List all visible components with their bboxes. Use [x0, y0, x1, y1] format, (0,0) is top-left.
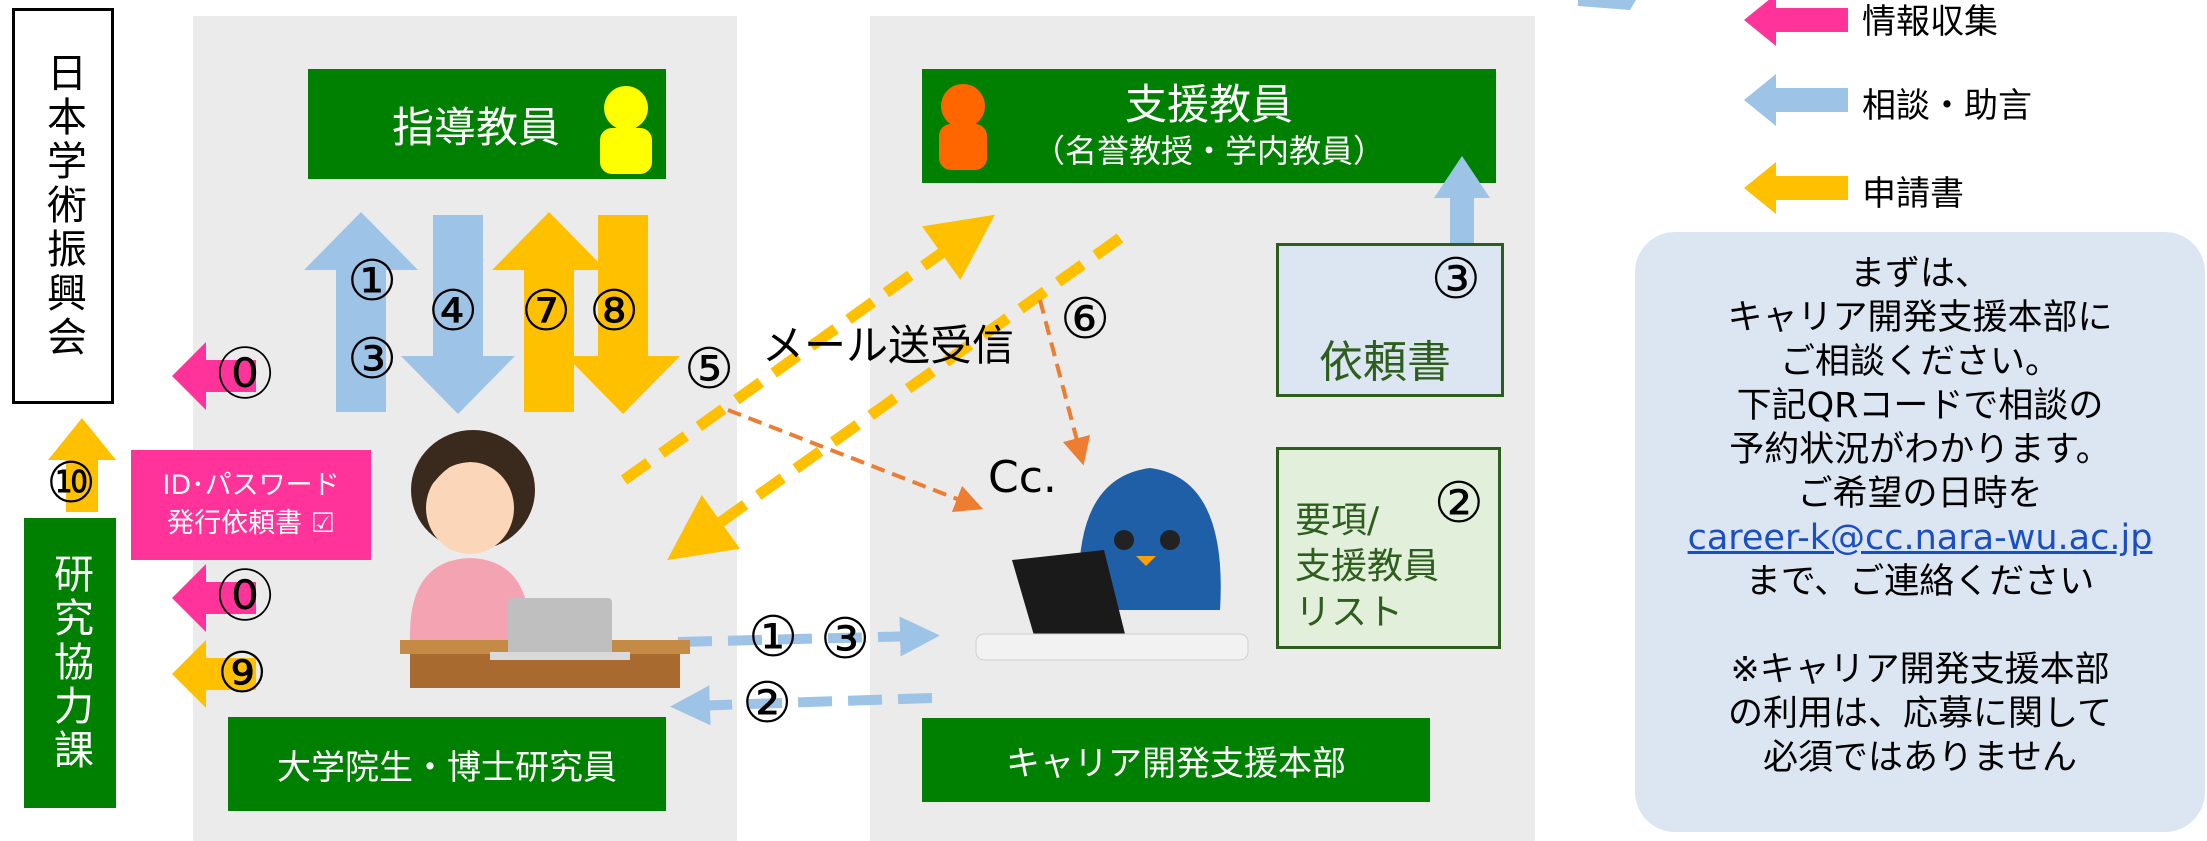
step-3: ③ [347, 327, 398, 392]
support-teacher-title: 支援教員 [1124, 80, 1293, 129]
legend-label-application: 申請書 [1862, 174, 1964, 214]
supervisor-person-icon [600, 86, 652, 174]
jsps-label: 日本学術振興会 [40, 52, 86, 360]
step-2-b: ② [742, 671, 793, 736]
career-center-box: キャリア開発支援本部 [922, 718, 1430, 802]
request-doc-label: 依頼書 [1319, 337, 1451, 388]
step-0-top: ⓪ [217, 343, 273, 408]
id-request-box: ID･パスワード 発行依頼書 ☑ [131, 450, 371, 560]
partial-blue-arrow [1578, 0, 1636, 10]
info-box: まずは、 キャリア開発支援本部に ご相談ください。 下記QRコードで相談の 予約… [1635, 232, 2205, 832]
info-line-1: まずは、 [1849, 254, 1990, 294]
request-up-arrow [1434, 156, 1490, 243]
guide-doc-box: ② 要項/ 支援教員 リスト [1276, 447, 1501, 649]
guide-doc-number: ② [1433, 471, 1484, 536]
step-1-b: ① [748, 605, 799, 670]
career-center-label: キャリア開発支援本部 [1006, 743, 1346, 784]
step-9: ⑨ [217, 641, 268, 706]
support-teacher-box: 支援教員 （名誉教授・学内教員） [922, 69, 1496, 183]
step-5: ⑤ [684, 337, 735, 402]
step-3-b: ③ [820, 607, 871, 672]
pink-arrow-top [172, 342, 256, 410]
step-4: ④ [428, 279, 479, 344]
step-6: ⑥ [1060, 287, 1111, 352]
info-line-6: ご希望の日時を [1797, 474, 2043, 514]
cc-arrow-2 [1038, 299, 1090, 466]
research-section-box: 研究協力課 [24, 518, 116, 808]
support-teacher-person-icon [939, 84, 987, 170]
id-request-label: ID･パスワード 発行依頼書 ☑ [162, 470, 340, 539]
info-line-2: キャリア開発支援本部に [1727, 298, 2113, 338]
penguin-illustration [975, 468, 1249, 661]
mail-label: メール送受信 [762, 321, 1015, 370]
info-note-1: ※キャリア開発支援本部 [1730, 650, 2110, 690]
research-section-label: 研究協力課 [47, 553, 93, 773]
info-line-after: まで、ご連絡ください [1745, 562, 2095, 602]
contact-email-link[interactable]: career-k@cc.nara-wu.ac.jp [1687, 518, 2153, 558]
step-10: ⑩ [46, 451, 97, 516]
legend-label-info: 情報収集 [1862, 2, 1998, 42]
orange-arrow-left [172, 640, 256, 708]
request-doc-box: ③ 依頼書 [1276, 243, 1504, 397]
info-note-3: 必須ではありません [1763, 738, 2077, 778]
info-line-4: 下記QRコードで相談の [1736, 386, 2104, 426]
orange-arrow-up [48, 418, 116, 512]
down-arrow-orange [566, 215, 680, 414]
student-box: 大学院生・博士研究員 [228, 717, 666, 811]
jsps-box: 日本学術振興会 [12, 8, 114, 404]
supervisor-label: 指導教員 [392, 102, 561, 152]
info-line-5: 予約状況がわかります。 [1729, 430, 2111, 470]
step-8: ⑧ [589, 279, 640, 344]
mail-arrow-down [667, 233, 1124, 561]
legend-consult-arrow-icon [1744, 74, 1848, 126]
step-1: ① [347, 249, 398, 314]
support-teacher-subtitle: （名誉教授・学内教員） [1032, 132, 1385, 170]
up-arrow-orange [492, 212, 606, 412]
step-0-bottom: ⓪ [217, 565, 273, 630]
info-note-2: の利用は、応募に関して [1728, 694, 2112, 734]
cc-label: Cc. [988, 452, 1057, 503]
legend-label-consult: 相談・助言 [1862, 86, 2032, 126]
student-label: 大学院生・博士研究員 [277, 747, 617, 788]
info-line-3: ご相談ください。 [1779, 342, 2060, 382]
blue-dash-left [670, 685, 933, 726]
guide-doc-label: 要項/ 支援教員 リスト [1295, 500, 1440, 633]
supervisor-box: 指導教員 [308, 69, 666, 179]
blue-dash-right [677, 616, 940, 657]
student-illustration [400, 430, 690, 688]
mail-arrow-up [620, 214, 995, 485]
request-doc-number: ③ [1430, 247, 1481, 312]
pink-arrow-bottom [172, 564, 256, 632]
legend-application-arrow-icon [1744, 162, 1848, 214]
step-7: ⑦ [521, 279, 572, 344]
down-arrow-blue [401, 215, 515, 414]
legend-info-arrow-icon [1744, 0, 1848, 46]
up-arrow-blue [304, 212, 418, 412]
